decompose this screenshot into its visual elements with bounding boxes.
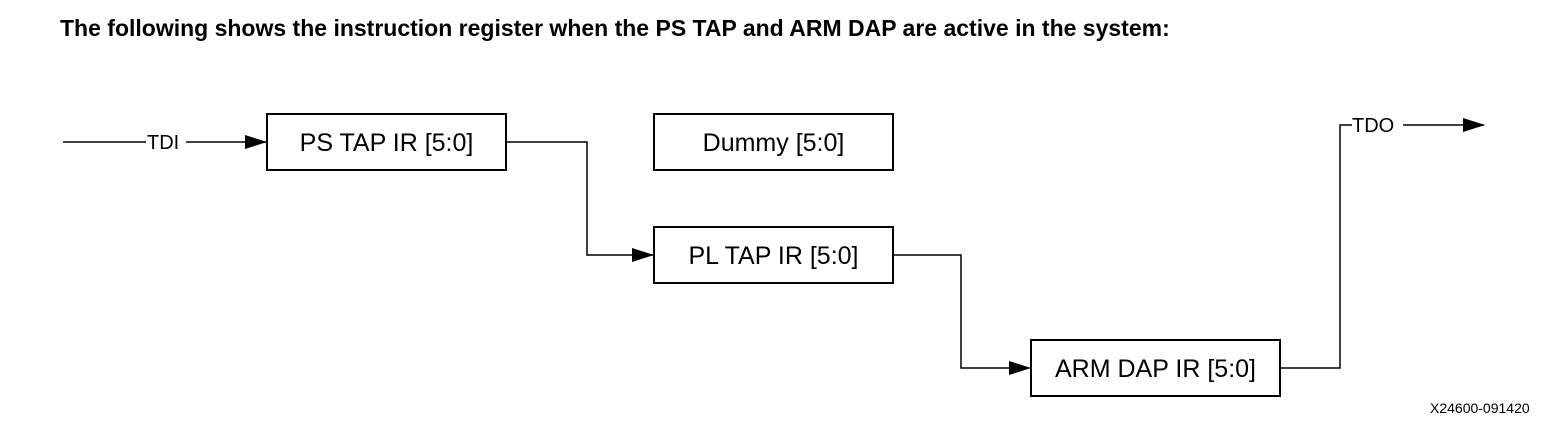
arm-dap-ir-label: ARM DAP IR [5:0] — [1055, 355, 1256, 383]
pl-tap-ir-label: PL TAP IR [5:0] — [689, 242, 859, 270]
pl-tap-ir-register: PL TAP IR [5:0] — [653, 226, 894, 284]
arm-dap-ir-register: ARM DAP IR [5:0] — [1030, 339, 1281, 397]
ps-tap-ir-label: PS TAP IR [5:0] — [300, 129, 474, 157]
arm-dap-to-tdo-connector — [1280, 124, 1352, 369]
tdi-label: TDI — [147, 132, 179, 154]
ps-tap-ir-register: PS TAP IR [5:0] — [266, 113, 507, 171]
tdo-label: TDO — [1352, 115, 1394, 137]
page-heading: The following shows the instruction regi… — [60, 15, 1170, 41]
pl-tap-to-arm-dap-connector — [893, 254, 1031, 375]
dummy-label: Dummy [5:0] — [703, 129, 845, 157]
ps-tap-to-pl-tap-connector — [506, 141, 654, 262]
dummy-register: Dummy [5:0] — [653, 113, 894, 171]
figure-id: X24600-091420 — [1430, 400, 1530, 416]
